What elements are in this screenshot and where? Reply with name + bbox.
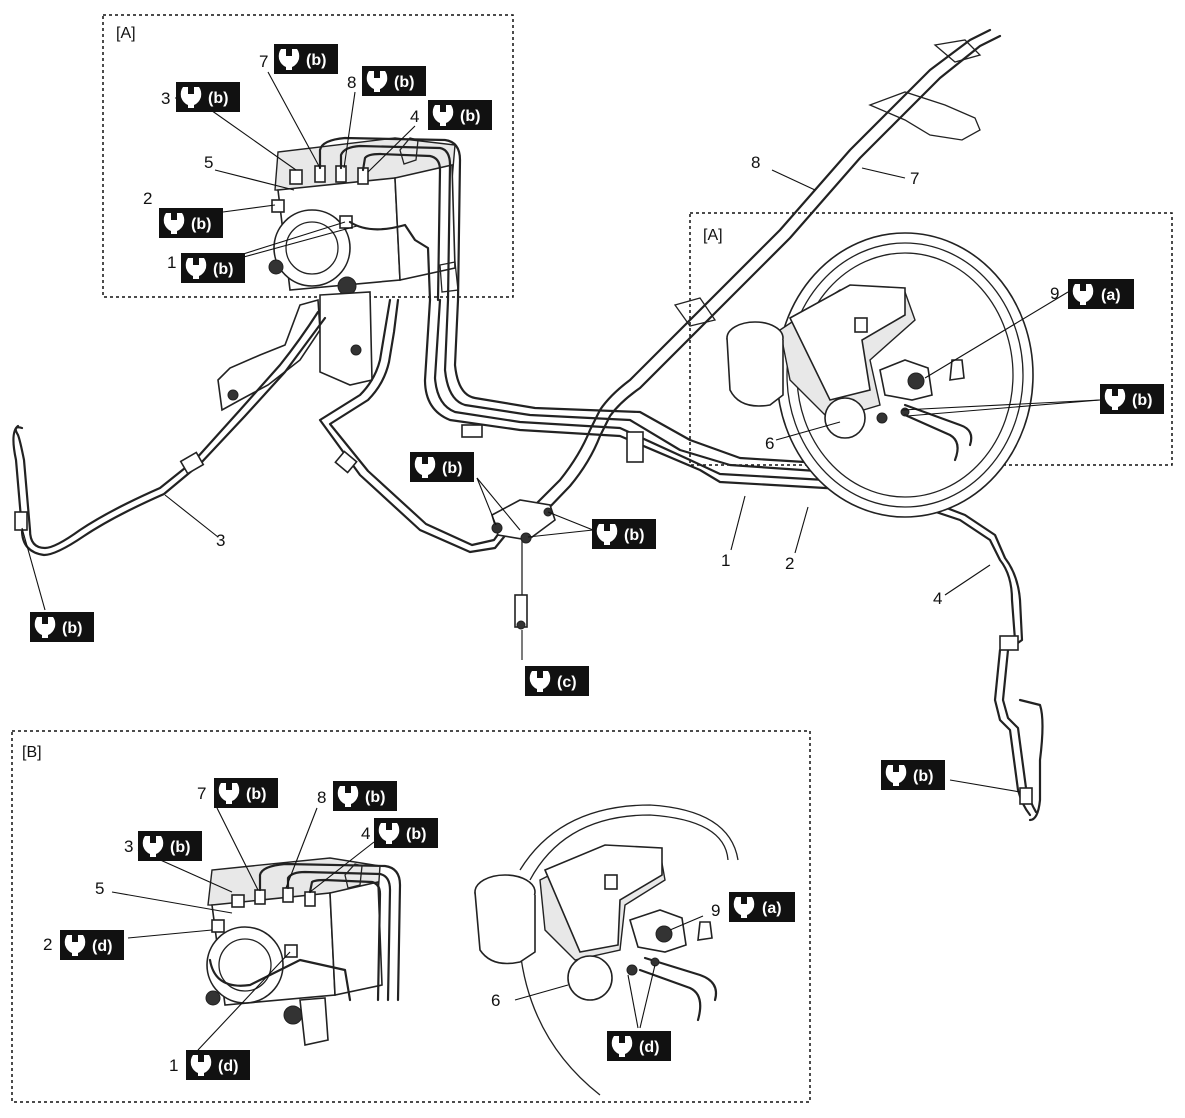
callout-6-b: 6 (491, 991, 500, 1010)
svg-text:(b): (b) (365, 789, 385, 806)
callout-1-main: 1 (721, 551, 730, 570)
leader-lines (21, 71, 1101, 1051)
torque-tag-b: (b) (159, 208, 223, 238)
torque-tag-b: (b) (181, 253, 245, 283)
torque-tag-d: (d) (607, 1031, 671, 1061)
svg-text:(d): (d) (92, 938, 112, 955)
svg-text:(a): (a) (762, 900, 782, 917)
torque-tag-b: (b) (1100, 384, 1164, 414)
callout-1-top-a: 1 (167, 253, 176, 272)
torque-tag-d: (d) (186, 1050, 250, 1080)
svg-text:(b): (b) (460, 108, 480, 125)
svg-text:(a): (a) (1101, 287, 1121, 304)
torque-tag-b: (b) (362, 66, 426, 96)
torque-tag-b: (b) (176, 82, 240, 112)
torque-tag-b: (b) (138, 831, 202, 861)
panel-label-a-right: [A] (703, 227, 723, 244)
panel-label-b: [B] (22, 744, 42, 761)
abs-hydraulic-unit-bottom (205, 857, 402, 1046)
callout-5-b: 5 (95, 879, 104, 898)
detail-frame-a-top (102, 14, 514, 298)
torque-tag-b: (b) (410, 452, 474, 482)
pipe-junction-block (491, 499, 556, 630)
callout-numbers: 7 8 3 4 5 2 1 8 7 3 1 2 4 9 6 7 8 4 3 5 … (43, 52, 1059, 1075)
svg-text:(b): (b) (1132, 392, 1152, 409)
torque-tag-b: (b) (592, 519, 656, 549)
callout-5-top-a: 5 (204, 153, 213, 172)
torque-tag-c: (c) (525, 666, 589, 696)
torque-tag-b: (b) (374, 818, 438, 848)
svg-text:(b): (b) (62, 620, 82, 637)
callout-8-b: 8 (317, 788, 326, 807)
svg-text:(b): (b) (406, 826, 426, 843)
brake-booster-bottom (474, 804, 739, 1096)
callout-2-main: 2 (785, 554, 794, 573)
abs-hydraulic-unit-top (268, 136, 462, 302)
callout-8-main: 8 (751, 153, 760, 172)
callout-7-main: 7 (910, 169, 919, 188)
torque-tags: (b) (b) (b) (b) (b) (b) (30, 44, 1164, 1080)
callout-9-b: 9 (711, 901, 720, 920)
svg-text:(b): (b) (213, 261, 233, 278)
callout-3-b: 3 (124, 837, 133, 856)
svg-text:(d): (d) (218, 1058, 238, 1075)
callout-7-top-a: 7 (259, 52, 268, 71)
detail-frame-b (11, 730, 811, 1103)
callout-1-b: 1 (169, 1056, 178, 1075)
panel-label-a-top: [A] (116, 25, 136, 42)
callout-4-main: 4 (933, 589, 942, 608)
svg-text:(b): (b) (442, 460, 462, 477)
callout-4-b: 4 (361, 824, 370, 843)
svg-text:(b): (b) (624, 527, 644, 544)
callout-4-top-a: 4 (410, 107, 419, 126)
callout-2-b: 2 (43, 935, 52, 954)
callout-9-right-a: 9 (1050, 284, 1059, 303)
torque-tag-b: (b) (214, 778, 278, 808)
brake-pipes-main (12, 28, 1044, 822)
torque-tag-b: (b) (881, 760, 945, 790)
svg-text:(d): (d) (639, 1039, 659, 1056)
svg-text:(c): (c) (557, 674, 577, 691)
callout-7-b: 7 (197, 784, 206, 803)
torque-tag-d: (d) (60, 930, 124, 960)
callout-3-top-a: 3 (161, 89, 170, 108)
torque-tag-a: (a) (729, 892, 795, 922)
abs-bracket (217, 291, 373, 412)
torque-tag-b: (b) (274, 44, 338, 74)
svg-text:(b): (b) (246, 786, 266, 803)
svg-text:(b): (b) (208, 90, 228, 107)
callout-2-top-a: 2 (143, 189, 152, 208)
callout-3-main: 3 (216, 531, 225, 550)
svg-text:(b): (b) (191, 216, 211, 233)
brake-booster-top (726, 232, 1034, 518)
svg-text:(b): (b) (394, 74, 414, 91)
callout-8-top-a: 8 (347, 73, 356, 92)
svg-text:(b): (b) (306, 52, 326, 69)
svg-text:(b): (b) (170, 839, 190, 856)
torque-tag-a: (a) (1068, 279, 1134, 309)
torque-tag-b: (b) (428, 100, 492, 130)
svg-text:(b): (b) (913, 768, 933, 785)
callout-6-right-a: 6 (765, 434, 774, 453)
torque-tag-b: (b) (333, 781, 397, 811)
torque-tag-b: (b) (30, 612, 94, 642)
